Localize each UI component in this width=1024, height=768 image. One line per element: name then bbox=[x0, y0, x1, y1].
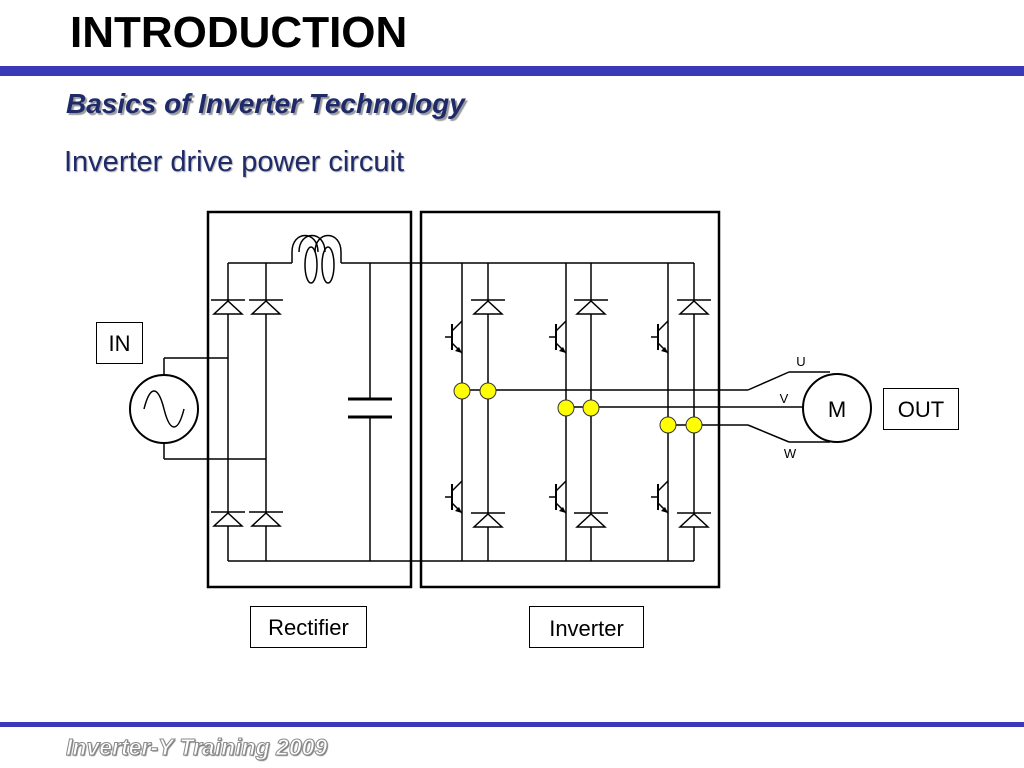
node-dot bbox=[685, 416, 703, 434]
inverter-label: Inverter bbox=[529, 606, 644, 648]
inverter-circuit bbox=[461, 263, 830, 561]
ac-source-icon bbox=[129, 374, 199, 444]
dc-choke bbox=[291, 234, 342, 284]
rectifier-enclosure bbox=[206, 210, 413, 589]
title-divider bbox=[0, 66, 1024, 76]
node-dot bbox=[659, 416, 677, 434]
rectifier-label: Rectifier bbox=[250, 606, 367, 648]
phase-v-label: V bbox=[780, 391, 789, 406]
node-dot bbox=[582, 399, 600, 417]
output-node-dots bbox=[453, 382, 703, 434]
slide-title: INTRODUCTION bbox=[70, 8, 408, 57]
footer-text: Inverter-Y Training 2009 bbox=[65, 734, 328, 761]
diagram-heading: Inverter drive power circuit bbox=[64, 146, 405, 178]
node-dot bbox=[453, 382, 471, 400]
slide-subtitle: Basics of Inverter Technology bbox=[66, 88, 465, 119]
motor-label: M bbox=[828, 397, 846, 422]
phase-u-label: U bbox=[796, 354, 805, 369]
rectifier-circuit bbox=[163, 262, 694, 562]
node-dot bbox=[557, 399, 575, 417]
node-dot bbox=[479, 382, 497, 400]
phase-w-label: W bbox=[784, 446, 797, 461]
footer-divider bbox=[0, 722, 1024, 727]
in-label: IN bbox=[96, 322, 143, 364]
inverter-enclosure bbox=[419, 210, 721, 589]
out-label: OUT bbox=[883, 388, 959, 430]
motor-icon bbox=[802, 373, 872, 443]
